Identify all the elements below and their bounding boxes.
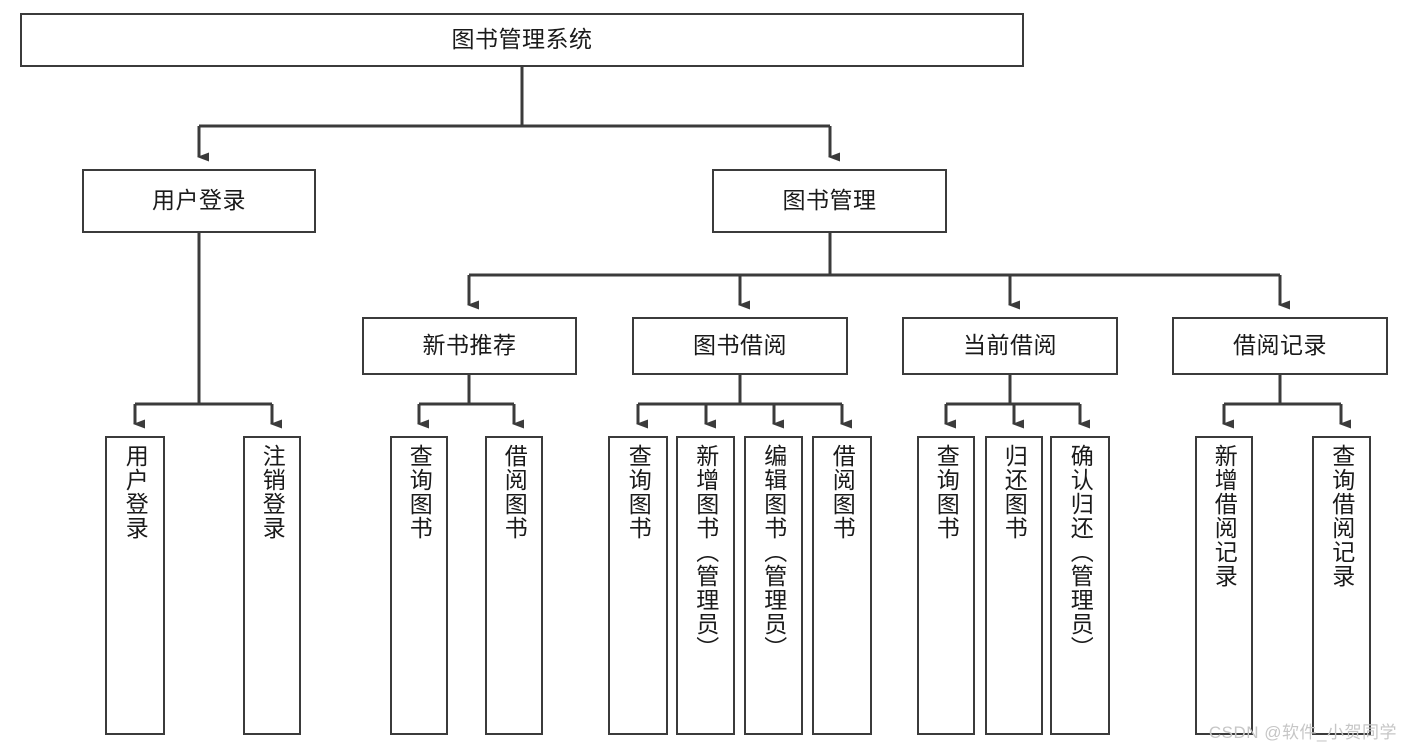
- node-leaf-query-books-recommendation[interactable]: 查询图书: [390, 436, 448, 735]
- node-leaf-add-borrowing-record[interactable]: 新增借阅记录: [1195, 436, 1253, 735]
- node-user-login-module[interactable]: 用户登录: [82, 169, 316, 233]
- node-label: 查询图书: [933, 444, 960, 540]
- node-leaf-query-books-current[interactable]: 查询图书: [917, 436, 975, 735]
- node-root-system[interactable]: 图书管理系统: [20, 13, 1024, 67]
- node-leaf-query-books-borrowing[interactable]: 查询图书: [608, 436, 668, 735]
- node-label: 图书借阅: [693, 332, 787, 359]
- node-leaf-logout[interactable]: 注销登录: [243, 436, 301, 735]
- node-leaf-borrow-books-recommendation[interactable]: 借阅图书: [485, 436, 543, 735]
- node-new-book-recommendation[interactable]: 新书推荐: [362, 317, 577, 375]
- node-leaf-edit-book-admin[interactable]: 编辑图书（管理员）: [744, 436, 803, 735]
- watermark: CSDN @软件_小贺同学: [1208, 723, 1397, 742]
- node-label: 新增图书（管理员）: [692, 444, 719, 660]
- node-label: 注销登录: [259, 444, 286, 540]
- node-label: 用户登录: [122, 444, 149, 540]
- node-book-management-module[interactable]: 图书管理: [712, 169, 947, 233]
- node-leaf-query-borrowing-record[interactable]: 查询借阅记录: [1312, 436, 1371, 735]
- node-label: 编辑图书（管理员）: [760, 444, 787, 660]
- node-label: 图书管理: [782, 187, 877, 214]
- node-label: 新书推荐: [422, 332, 517, 359]
- node-leaf-return-books[interactable]: 归还图书: [985, 436, 1043, 735]
- node-label: 查询借阅记录: [1328, 444, 1355, 588]
- node-label: 新增借阅记录: [1211, 444, 1238, 588]
- node-borrowing-records[interactable]: 借阅记录: [1172, 317, 1388, 375]
- node-label: 图书管理系统: [451, 26, 593, 53]
- node-label: 借阅记录: [1233, 332, 1327, 359]
- node-label: 当前借阅: [963, 332, 1057, 359]
- node-book-borrowing[interactable]: 图书借阅: [632, 317, 848, 375]
- node-label: 查询图书: [406, 444, 433, 540]
- node-label: 确认归还（管理员）: [1067, 444, 1094, 660]
- node-leaf-borrow-books[interactable]: 借阅图书: [812, 436, 872, 735]
- node-label: 借阅图书: [501, 444, 528, 540]
- node-current-borrowing[interactable]: 当前借阅: [902, 317, 1118, 375]
- node-label: 查询图书: [625, 444, 652, 540]
- node-leaf-user-login[interactable]: 用户登录: [105, 436, 165, 735]
- node-label: 用户登录: [152, 187, 246, 214]
- node-label: 归还图书: [1001, 444, 1028, 540]
- node-label: 借阅图书: [829, 444, 856, 540]
- node-leaf-confirm-return-admin[interactable]: 确认归还（管理员）: [1050, 436, 1110, 735]
- node-leaf-add-book-admin[interactable]: 新增图书（管理员）: [676, 436, 735, 735]
